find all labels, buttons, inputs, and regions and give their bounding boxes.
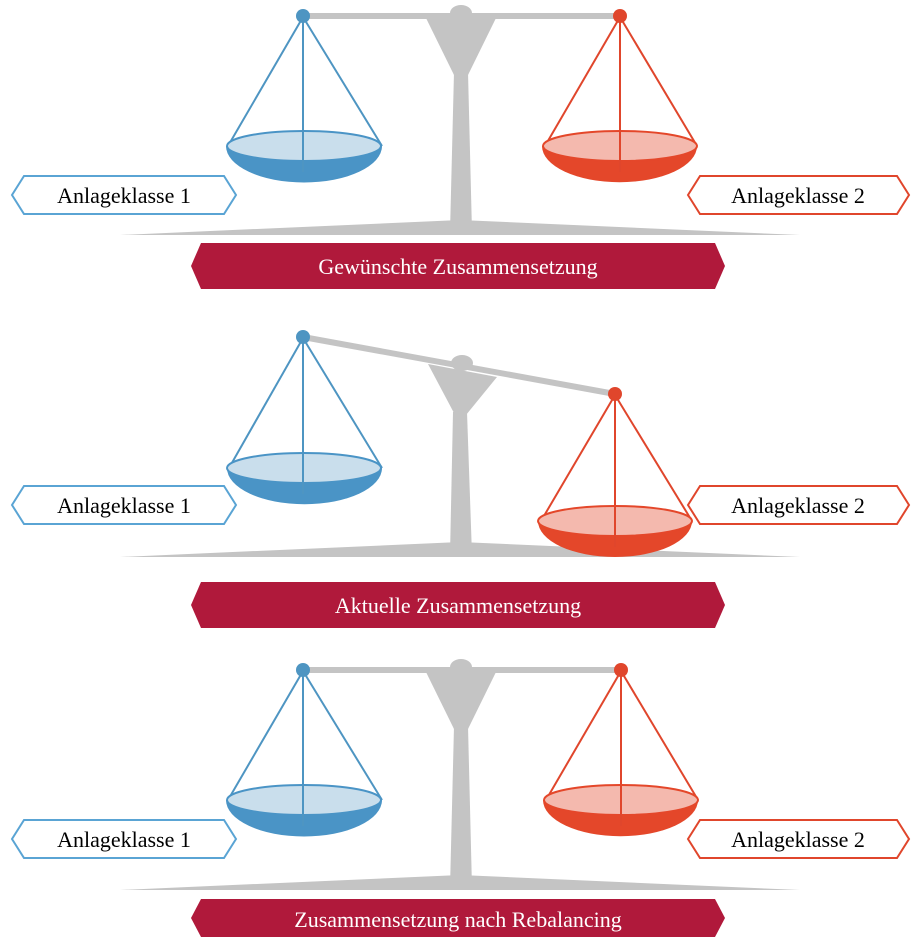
scale-pivot <box>425 16 497 75</box>
left-label-frame <box>10 485 238 525</box>
scale-beam <box>302 334 616 397</box>
right-label: Anlageklasse 2 <box>731 493 865 518</box>
right-label-frame <box>686 819 911 859</box>
left-label-frame <box>10 819 238 859</box>
left-label: Anlageklasse 1 <box>57 183 191 208</box>
scale-post <box>450 726 472 888</box>
left-hook <box>296 330 310 344</box>
left-label: Anlageklasse 1 <box>57 493 191 518</box>
right-label: Anlageklasse 2 <box>731 183 865 208</box>
right-label: Anlageklasse 2 <box>731 827 865 852</box>
scale-post <box>450 72 472 232</box>
caption: Aktuelle Zusammensetzung <box>335 593 581 618</box>
scale-pivot <box>428 364 497 415</box>
left-pan <box>226 9 383 183</box>
right-hook <box>613 9 627 23</box>
right-hook <box>608 387 622 401</box>
scale-3: Anlageklasse 1 Anlageklasse 2 Zusammense… <box>10 659 911 937</box>
right-label-frame <box>686 175 911 215</box>
left-hook <box>296 663 310 677</box>
left-label: Anlageklasse 1 <box>57 827 191 852</box>
left-hook <box>296 9 310 23</box>
right-pan <box>537 387 693 557</box>
scale-post <box>450 412 472 555</box>
scale-2: Anlageklasse 1 Anlageklasse 2 Aktuelle Z… <box>10 330 911 628</box>
caption-banner <box>191 582 725 628</box>
scale-1: Anlageklasse 1 Anlageklasse 2 Gewünschte… <box>10 5 911 289</box>
left-pan <box>226 330 383 505</box>
caption-banner <box>191 243 725 289</box>
left-label-frame <box>10 175 238 215</box>
right-pan <box>543 663 699 837</box>
caption: Gewünschte Zusammensetzung <box>318 254 597 279</box>
right-label-frame <box>686 485 911 525</box>
caption-banner <box>191 899 725 937</box>
left-pan <box>226 663 383 837</box>
right-pan <box>542 9 698 183</box>
scale-pivot <box>425 670 497 729</box>
right-hook <box>614 663 628 677</box>
caption: Zusammensetzung nach Rebalancing <box>294 907 621 932</box>
